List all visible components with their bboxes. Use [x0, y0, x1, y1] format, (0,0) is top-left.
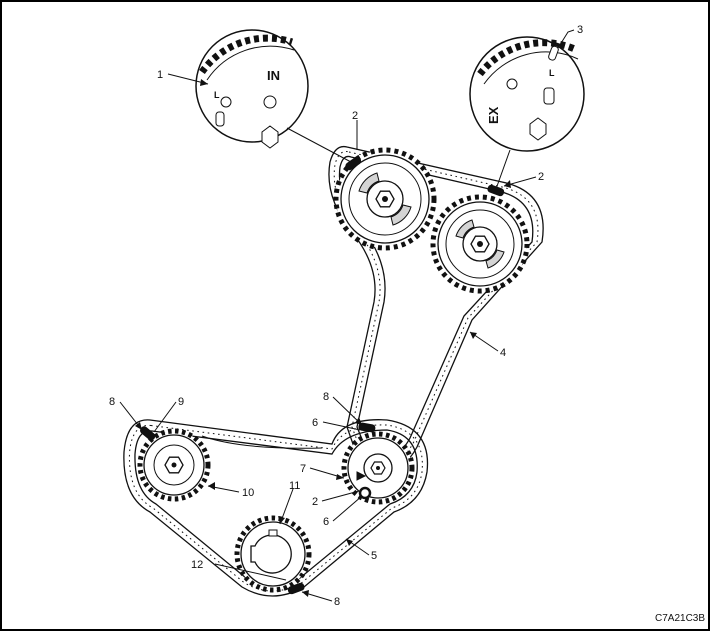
intake-mark-label: IN	[267, 68, 280, 83]
callout-8-crank-link: 8	[334, 596, 340, 608]
exhaust-timing-letter: L	[549, 68, 555, 78]
exhaust-mark-detail-inset: EX L	[469, 36, 585, 152]
lower-timing-chain	[123, 419, 429, 597]
callout-6-upper: 6	[312, 417, 318, 429]
crankshaft-sprocket	[234, 515, 312, 593]
callout-1: 1	[157, 69, 163, 81]
intake-timing-letter: L	[214, 90, 220, 100]
callout-8-idler-link: 8	[323, 391, 329, 403]
intake-mark-detail-inset: IN L	[195, 29, 309, 149]
balance-shaft-sprocket	[137, 428, 211, 502]
callout-12: 12	[191, 559, 203, 571]
intake-camshaft-sprocket	[333, 147, 437, 251]
idler-sprocket	[341, 431, 415, 505]
exhaust-mark-label: EX	[486, 106, 501, 124]
callout-2-intake-link: 2	[352, 110, 358, 122]
upper-timing-chain	[328, 145, 544, 472]
callout-leader-lines	[119, 29, 575, 602]
callout-3: 3	[577, 24, 583, 36]
callout-2-exhaust-link: 2	[538, 171, 544, 183]
callout-4: 4	[500, 347, 506, 359]
callout-11: 11	[289, 480, 300, 492]
exhaust-camshaft-sprocket	[430, 194, 530, 294]
callout-labels: 1 2 3 2 4 8 9 8 6 7 10 11 2 6 5 12 8	[109, 24, 583, 608]
callout-6-lower: 6	[323, 516, 329, 528]
callout-10: 10	[242, 487, 254, 499]
callout-5: 5	[371, 550, 377, 562]
callout-7: 7	[300, 463, 306, 475]
callout-8-balance-link: 8	[109, 396, 115, 408]
callout-9: 9	[178, 396, 184, 408]
callout-2-idler-mark: 2	[312, 496, 318, 508]
inset-leader-lines	[286, 127, 511, 190]
figure-code: C7A21C3B	[655, 613, 705, 624]
callout-arrowheads	[135, 42, 561, 597]
